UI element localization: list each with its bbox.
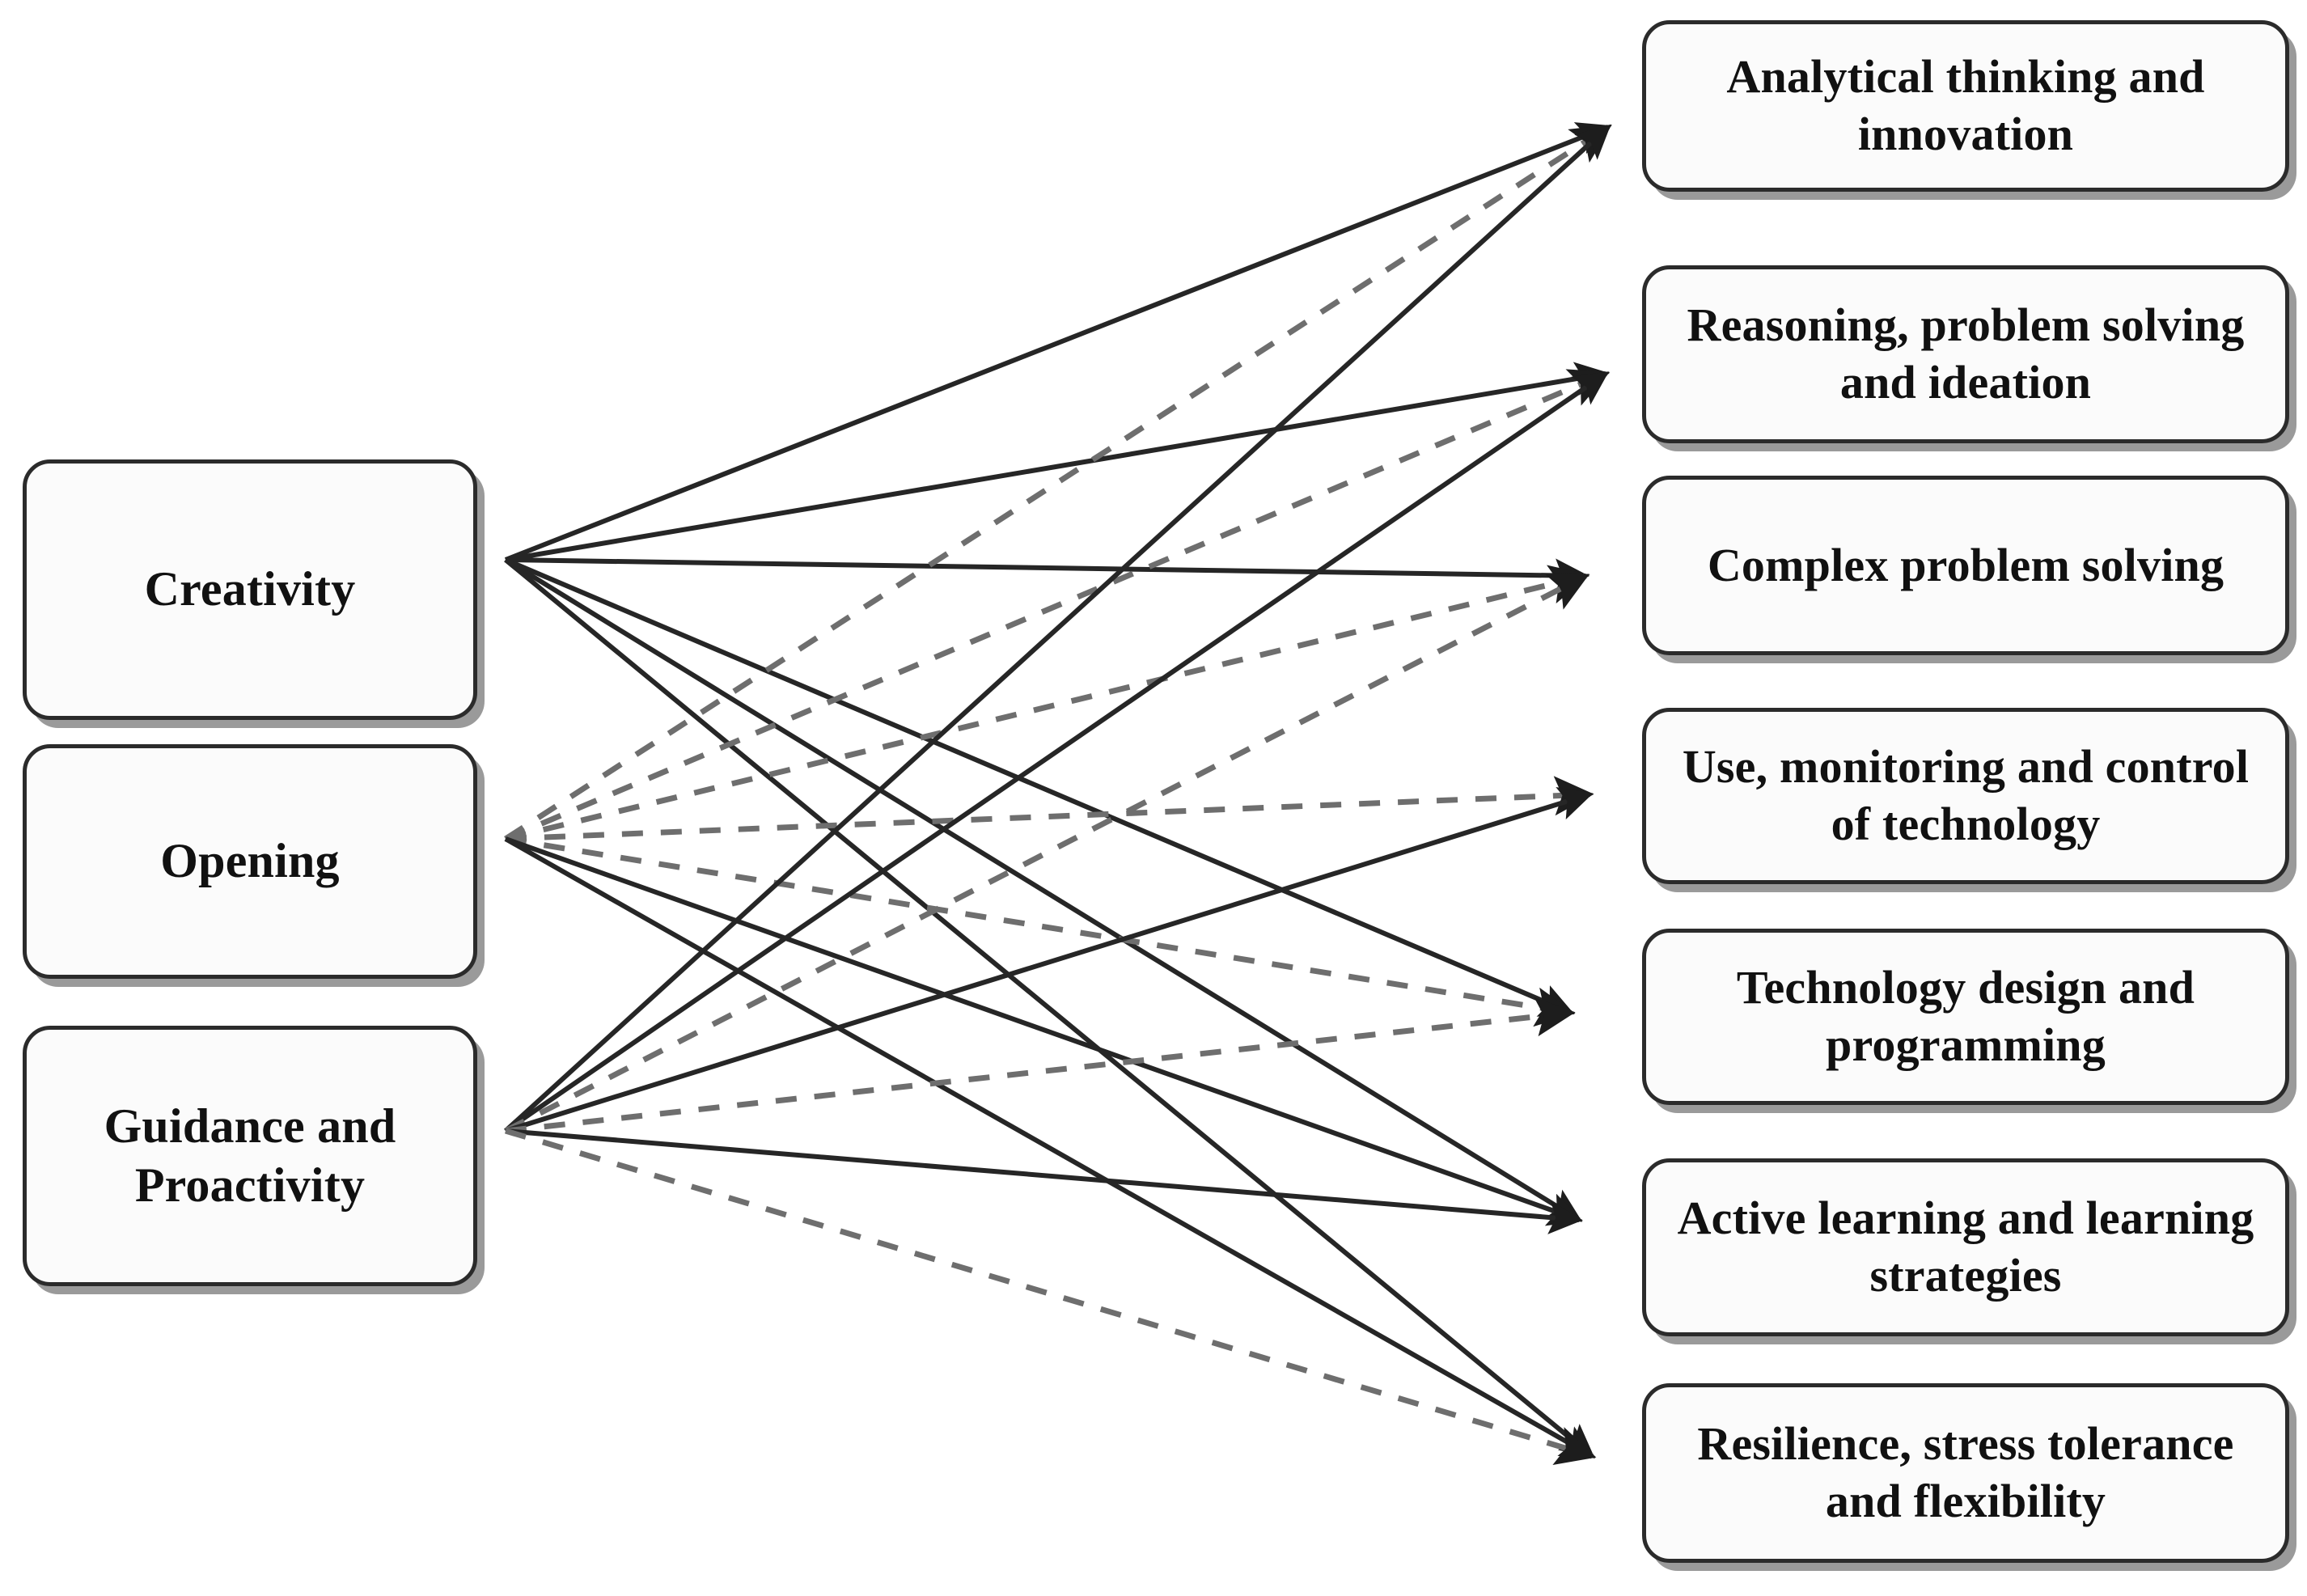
- source-node-label: Creativity: [144, 562, 356, 616]
- edge-creativity-to-complex: [505, 557, 1590, 593]
- source-node-creativity[interactable]: Creativity: [23, 459, 477, 720]
- target-node-complex-problem-solving[interactable]: Complex problem solving: [1642, 476, 2289, 655]
- target-node-label: Analytical thinking and innovation: [1726, 50, 2205, 160]
- target-node-reasoning-problem-solving-and-ideation[interactable]: Reasoning, problem solving and ideation: [1642, 265, 2289, 443]
- edge-opening-to-design: [505, 836, 1576, 1027]
- target-node-active-learning-and-learning-strategies[interactable]: Active learning and learning strategies: [1642, 1158, 2289, 1336]
- edge-creativity-to-resilience: [504, 557, 1595, 1459]
- edge-guidance-to-technology: [505, 786, 1594, 1133]
- edge-guidance-to-complex: [504, 573, 1590, 1134]
- edge-opening-to-analytical: [504, 124, 1612, 841]
- target-node-label: Technology design and programming: [1736, 961, 2195, 1071]
- edge-opening-to-resilience: [504, 836, 1596, 1458]
- target-node-label: Resilience, stress tolerance and flexibi…: [1697, 1417, 2234, 1527]
- edge-guidance-to-resilience: [504, 1128, 1597, 1466]
- edge-opening-to-reasoning: [504, 369, 1611, 842]
- edge-group: [503, 122, 1612, 1466]
- target-node-label: Reasoning, problem solving and ideation: [1687, 298, 2245, 409]
- edge-guidance-to-analytical: [503, 124, 1611, 1133]
- edge-opening-to-active: [504, 836, 1583, 1226]
- source-node-label: Guidance and Proactivity: [104, 1099, 396, 1212]
- edge-creativity-to-design: [504, 557, 1575, 1017]
- edge-guidance-to-design: [505, 997, 1576, 1134]
- edge-guidance-to-active: [505, 1128, 1583, 1234]
- edge-opening-to-complex: [505, 565, 1590, 842]
- edge-creativity-to-active: [504, 557, 1583, 1222]
- target-node-label: Use, monitoring and control of technolog…: [1682, 740, 2250, 850]
- edge-creativity-to-reasoning: [505, 362, 1610, 562]
- target-node-use-monitoring-and-control-of-technology[interactable]: Use, monitoring and control of technolog…: [1642, 708, 2289, 884]
- edge-opening-to-technology: [505, 776, 1594, 842]
- source-node-label: Opening: [160, 834, 340, 888]
- source-node-guidance-and-proactivity[interactable]: Guidance and Proactivity: [23, 1026, 477, 1286]
- edge-creativity-to-analytical: [504, 122, 1612, 562]
- target-node-label: Complex problem solving: [1707, 538, 2224, 591]
- source-node-opening[interactable]: Opening: [23, 744, 477, 979]
- target-node-label: Active learning and learning strategies: [1677, 1192, 2254, 1302]
- target-node-resilience-stress-tolerance-and-flexibility[interactable]: Resilience, stress tolerance and flexibi…: [1642, 1383, 2289, 1563]
- target-node-analytical-thinking-and-innovation[interactable]: Analytical thinking and innovation: [1642, 20, 2289, 192]
- target-node-technology-design-and-programming[interactable]: Technology design and programming: [1642, 929, 2289, 1105]
- edge-guidance-to-reasoning: [504, 371, 1609, 1133]
